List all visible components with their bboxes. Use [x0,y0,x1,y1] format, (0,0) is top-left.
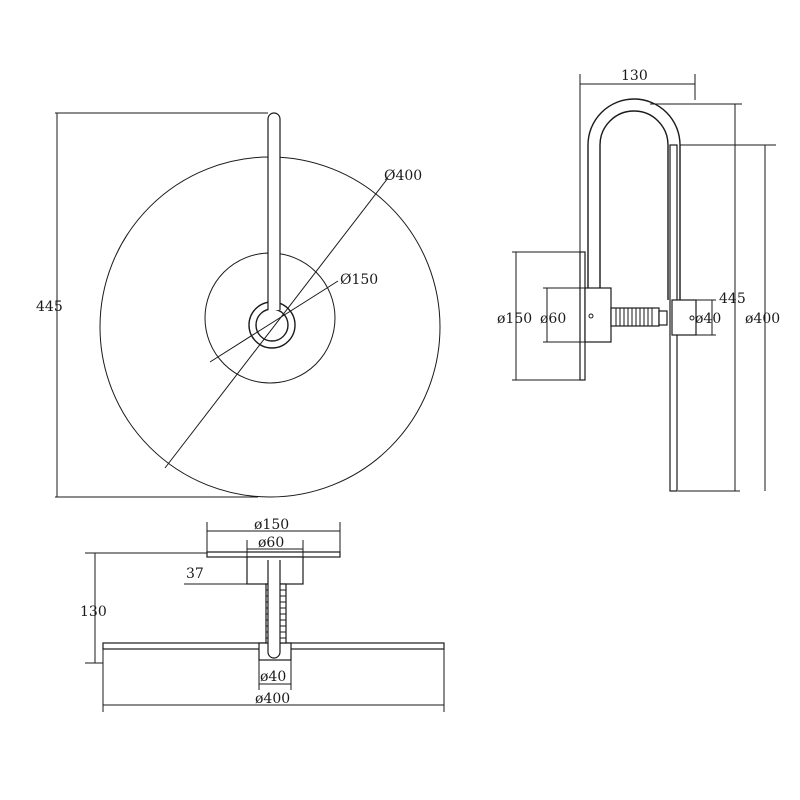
side-view: 130 445 ø400 ø40 ø150 ø60 [497,68,780,492]
u-arm [267,560,281,659]
tube-block [671,299,697,336]
curved-arm-inner [599,110,669,300]
tube-dot [689,315,695,321]
disc-diameter-label: ø400 [255,691,290,707]
inner-diameter-leader [209,280,339,363]
mount-diameter-label: ø60 [540,311,566,327]
height-label: 445 [719,291,746,307]
depth-label: 130 [621,68,648,84]
base-plate [206,551,341,558]
screw-hole [588,313,594,319]
base-diameter-label: ø150 [497,311,532,327]
nut [658,310,668,326]
front-view: 445 Ø400 Ø150 [36,112,441,498]
tube-diameter-label: ø40 [695,311,721,327]
base-diameter-label: ø150 [254,517,289,533]
outer-diameter-leader [164,177,389,469]
mount-diameter-label: ø60 [258,535,284,551]
wall-plate [579,251,586,381]
height-label: 445 [36,299,63,315]
tube-diameter-label: ø40 [260,669,286,685]
top-view: ø150 ø60 37 130 ø40 ø400 [80,517,445,712]
mount-depth-label: 37 [186,566,204,582]
outer-diameter-label: Ø400 [384,168,422,184]
depth-label: 130 [80,604,107,620]
inner-diameter-label: Ø150 [340,272,378,288]
disc-diameter-label: ø400 [745,311,780,327]
curved-arm-outer [587,98,681,300]
vertical-rod [267,112,281,310]
thread-hatch [615,308,653,326]
